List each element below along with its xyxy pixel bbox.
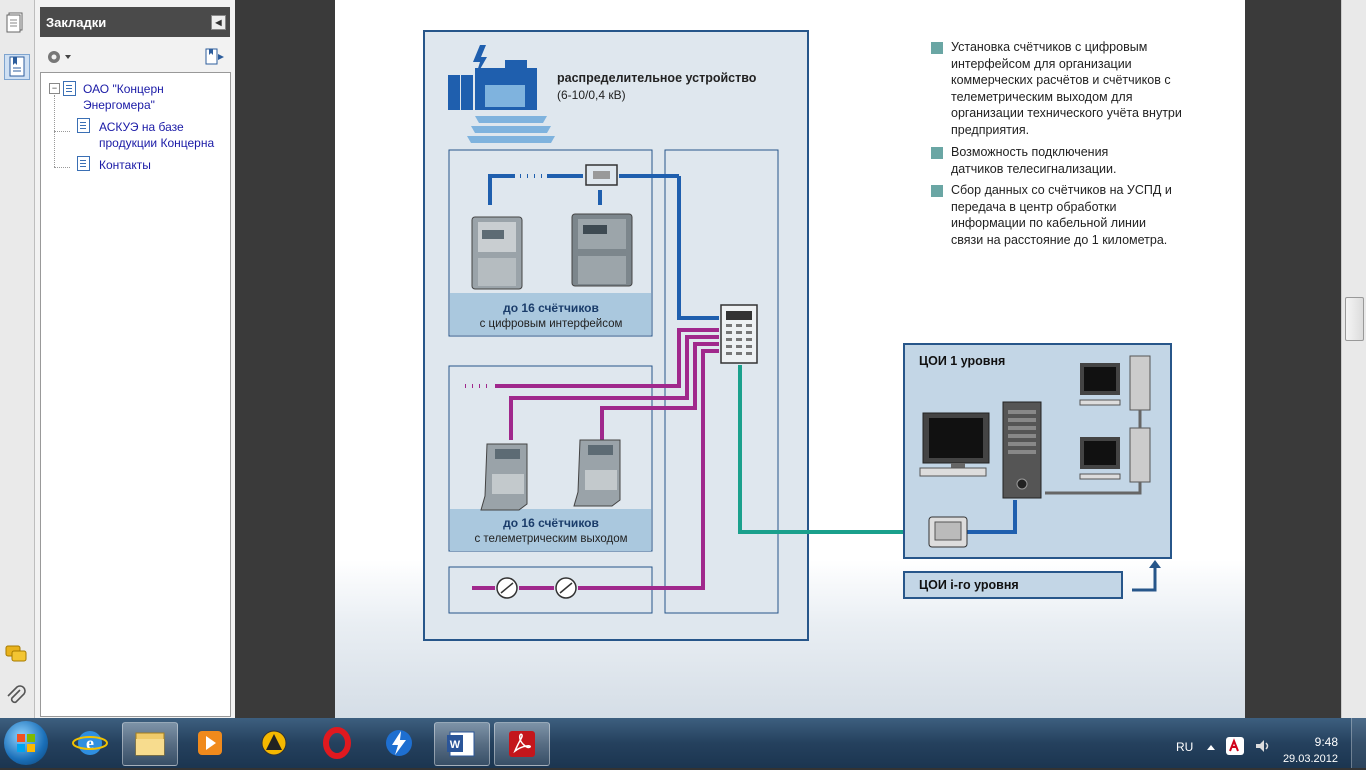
- svg-text:W: W: [450, 739, 461, 751]
- options-gear-icon[interactable]: [46, 48, 72, 66]
- bookmark-page-icon: [77, 156, 90, 171]
- navigation-toolbar: [0, 0, 35, 718]
- tree-guide-line: [54, 131, 70, 133]
- ie-icon[interactable]: e: [63, 722, 117, 764]
- bookmark-item-contacts[interactable]: Контакты: [99, 158, 151, 172]
- page-gutter: [1245, 0, 1341, 718]
- explorer-icon[interactable]: [122, 722, 178, 766]
- pages-icon[interactable]: [4, 10, 28, 34]
- server-tower-icon: [1002, 401, 1042, 499]
- computer-icon: [1079, 355, 1151, 411]
- scrollbar-thumb[interactable]: [1345, 297, 1364, 341]
- modem-icon: [928, 516, 968, 548]
- comments-icon[interactable]: [4, 642, 28, 666]
- center-leveli-box: [903, 571, 1123, 599]
- digital-meters-label-bg: [450, 293, 651, 335]
- acrobat-icon[interactable]: [494, 722, 550, 766]
- bookmarks-title: Закладки: [46, 15, 107, 30]
- monitor-icon: [919, 412, 990, 477]
- center-leveli-title: ЦОИ i-го уровня: [919, 578, 1019, 592]
- bullet-marker: [931, 42, 943, 54]
- group1-count: до 16 счётчиков: [503, 301, 599, 315]
- bookmark-page-icon: [77, 118, 90, 133]
- bookmarks-panel: Закладки ◀ − ОАО "Концерн Энергомера" АС…: [35, 0, 235, 718]
- tray-expand-icon[interactable]: [1205, 740, 1217, 752]
- aimp-icon[interactable]: [247, 722, 301, 764]
- attachments-icon[interactable]: [4, 684, 28, 708]
- antivirus-tray-icon[interactable]: [1225, 736, 1245, 756]
- device-subtitle: (6-10/0,4 кВ): [557, 88, 626, 102]
- telemetry-meters-label-bg: [450, 509, 651, 551]
- language-indicator[interactable]: RU: [1176, 740, 1194, 754]
- uspd-device-icon: [720, 304, 758, 364]
- word-icon[interactable]: W: [434, 722, 490, 766]
- bookmark-item-concern[interactable]: ОАО "Концерн Энергомера": [83, 82, 164, 112]
- clock-date[interactable]: 29.03.2012: [1282, 753, 1338, 765]
- factory-icon: [448, 45, 555, 143]
- svg-text:e: e: [86, 733, 94, 753]
- cable-line: [738, 365, 929, 534]
- center-level1-title: ЦОИ 1 уровня: [919, 354, 1005, 368]
- bookmarks-icon[interactable]: [4, 54, 30, 80]
- panel-splitter[interactable]: [235, 0, 335, 718]
- bookmark-page-icon: [63, 81, 76, 96]
- bookmarks-header: Закладки ◀: [40, 7, 230, 37]
- taskbar: e W RU 9:48 29.03.2012: [0, 718, 1366, 768]
- bullet-marker: [931, 147, 943, 159]
- vertical-scrollbar[interactable]: [1341, 0, 1366, 718]
- system-diagram: распределительное устройство (6-10/0,4 к…: [423, 30, 1172, 641]
- bullet-text-3: Сбор данных со счётчиков на УСПД и перед…: [951, 183, 1172, 247]
- uspd-column-box: [664, 149, 779, 614]
- digital-meter-icon: [571, 213, 633, 287]
- bookmark-item-askue[interactable]: АСКУЭ на базе продукции Концерна: [99, 120, 215, 150]
- digital-meter-icon: [471, 216, 523, 290]
- computer-icon: [1079, 427, 1151, 483]
- collapse-panel-button[interactable]: ◀: [211, 15, 226, 30]
- telemetry-meter-icon: [573, 439, 621, 507]
- tree-collapse-toggle[interactable]: −: [49, 83, 60, 94]
- group2-count: до 16 счётчиков: [503, 516, 599, 530]
- bullet-text-1: Установка счётчиков с цифровым интерфейс…: [951, 40, 1182, 137]
- bookmarks-tree: − ОАО "Концерн Энергомера" АСКУЭ на базе…: [40, 72, 231, 717]
- show-desktop-button[interactable]: [1351, 718, 1366, 768]
- clock-time[interactable]: 9:48: [1314, 735, 1338, 749]
- start-button[interactable]: [4, 721, 48, 765]
- new-bookmark-icon[interactable]: [204, 48, 226, 66]
- group2-description: с телеметрическим выходом: [474, 533, 627, 545]
- thunder-icon[interactable]: [372, 722, 426, 764]
- telemetry-meter-icon: [480, 443, 528, 511]
- media-icon[interactable]: [184, 722, 238, 764]
- volume-icon[interactable]: [1254, 737, 1272, 755]
- opera-icon[interactable]: [310, 722, 364, 764]
- group1-description: с цифровым интерфейсом: [480, 318, 623, 330]
- bookmarks-toolbar: [40, 44, 230, 70]
- bullet-text-2: Возможность подключения датчиков телесиг…: [951, 145, 1117, 176]
- arrow-up-icon: [1132, 566, 1157, 592]
- bullet-marker: [931, 185, 943, 197]
- document-page: распределительное устройство (6-10/0,4 к…: [335, 0, 1245, 718]
- tree-guide-line: [54, 167, 70, 169]
- device-title: распределительное устройство: [557, 71, 757, 85]
